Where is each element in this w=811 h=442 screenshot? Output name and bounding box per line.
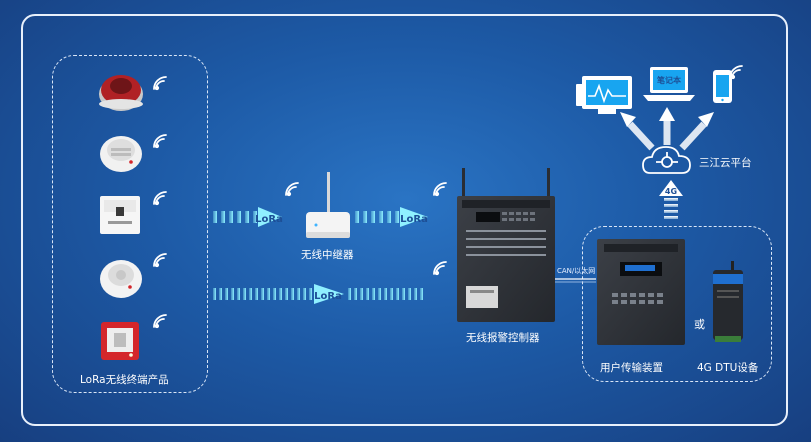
notebook-label: 笔记本 — [657, 75, 681, 85]
manual-call-point-icon — [101, 322, 139, 360]
cloud-to-notebook-arrow — [659, 107, 675, 145]
mobile-phone-icon — [713, 70, 732, 103]
repeater-label: 无线中继器 — [301, 249, 354, 261]
lora-label-2: LoRa — [400, 214, 428, 225]
cloud-to-desktop-arrow — [620, 112, 655, 151]
notebook-icon — [643, 67, 695, 101]
can-label: CAN/以太网 — [557, 267, 596, 275]
controller-label: 无线报警控制器 — [466, 332, 540, 344]
cellular-label: 4G — [665, 187, 677, 196]
user-transmission-device-icon — [597, 239, 685, 345]
cloud-platform-icon — [642, 146, 691, 174]
input-module-icon — [100, 196, 140, 234]
sound-light-alarm-icon — [99, 75, 143, 111]
cloud-label: 三江云平台 — [699, 157, 752, 169]
desktop-monitor-icon — [576, 76, 632, 114]
lora-arrow-terminal-to-repeater — [213, 207, 282, 227]
lora-label-1: LoRa — [255, 214, 283, 225]
outer-frame — [21, 14, 788, 426]
terminal-group-label: LoRa无线终端产品 — [80, 374, 169, 386]
dtu-label: 4G DTU设备 — [697, 362, 759, 374]
or-label: 或 — [694, 318, 705, 331]
lora-label-3: LoRa — [314, 291, 342, 302]
smoke-detector-icon — [100, 136, 142, 172]
heat-detector-icon — [100, 260, 142, 298]
wireless-alarm-controller-icon — [457, 168, 555, 322]
dtu-device-icon — [713, 261, 743, 342]
wireless-repeater-icon — [306, 172, 350, 238]
lora-arrow-repeater-to-controller — [355, 207, 428, 227]
transmission-group-box — [582, 226, 772, 382]
cellular-upload-arrow — [659, 180, 683, 219]
wifi-icon — [153, 65, 743, 329]
terminal-group-box — [52, 55, 208, 393]
cloud-to-phone-arrow — [679, 112, 714, 151]
transmission-label: 用户传输装置 — [600, 362, 663, 374]
lora-arrow-terminal-to-controller — [213, 284, 423, 304]
